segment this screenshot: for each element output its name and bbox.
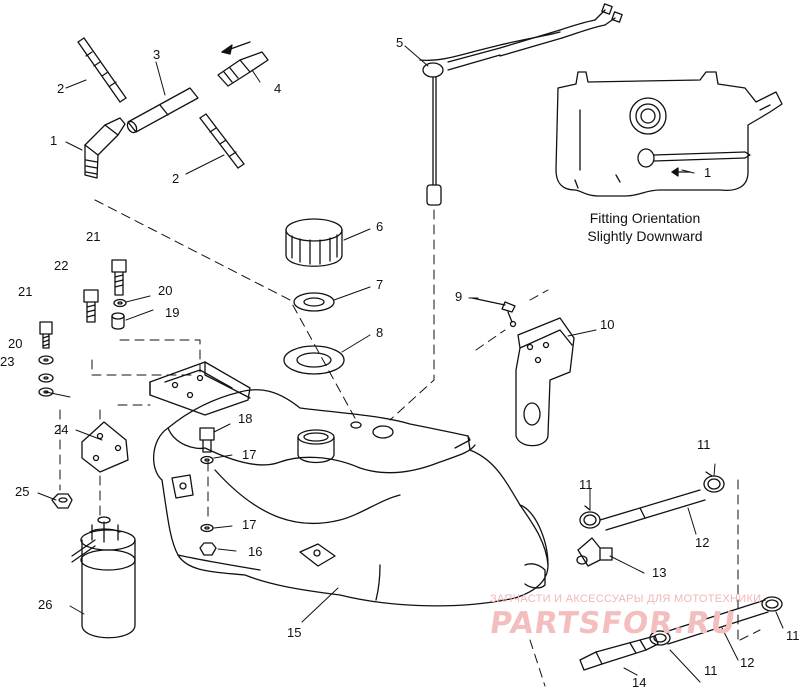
callout-11-bottom: 11: [704, 663, 718, 678]
elbow-13: [577, 538, 612, 566]
inset-detail: [556, 72, 782, 196]
callout-17-upper: 17: [242, 447, 257, 462]
check-valve-4: [218, 52, 268, 86]
callout-11-right: 11: [786, 628, 800, 643]
callout-1: 1: [50, 133, 58, 148]
callout-5: 5: [396, 35, 404, 50]
hose-clamp-11-right: [762, 597, 782, 611]
washers-20-23-left: [39, 356, 53, 396]
gasket-7: [294, 293, 334, 311]
washer-20-right: [114, 300, 126, 307]
inset-caption-line1: Fitting Orientation: [589, 210, 701, 226]
callout-7: 7: [376, 277, 384, 292]
callout-24: 24: [54, 422, 69, 437]
inset-caption-line2: Slightly Downward: [587, 228, 703, 244]
hose-clamp-11-left: [580, 506, 600, 528]
callout-9: 9: [455, 289, 463, 304]
callout-13: 13: [652, 565, 667, 580]
fuel-sender: [420, 4, 622, 205]
bolt-18: [200, 428, 214, 452]
fuel-line-3: [126, 88, 198, 134]
callout-12-lower: 12: [740, 655, 755, 670]
callout-23: 23: [0, 354, 15, 369]
callout-2-upper: 2: [57, 81, 65, 96]
fuel-hose-12-lower: [665, 600, 768, 644]
inline-filter-14: [580, 636, 658, 670]
flow-arrow: [222, 42, 250, 54]
callout-26: 26: [38, 597, 53, 612]
bolt-22: [84, 290, 98, 322]
callout-22: 22: [54, 258, 69, 273]
callout-16: 16: [248, 544, 263, 559]
callout-8: 8: [376, 325, 384, 340]
callout-21-right: 21: [86, 229, 101, 244]
callout-25: 25: [15, 484, 30, 499]
callout-2-lower: 2: [172, 171, 180, 186]
fuel-cap: [286, 219, 342, 266]
watermark-tagline: ЗАПЧАСТИ И АКСЕССУАРЫ ДЛЯ МОТОТЕХНИКИ: [490, 593, 762, 605]
callout-20-right: 20: [158, 283, 173, 298]
callout-10: 10: [600, 317, 615, 332]
washer-17-lower: [201, 525, 213, 532]
callout-14: 14: [632, 675, 647, 690]
leader-lines: [38, 46, 783, 682]
elbow-fitting-1: [85, 118, 125, 178]
callout-18: 18: [238, 411, 253, 426]
callout-3: 3: [153, 47, 161, 62]
watermark-logo: PARTSFOR.RU: [487, 606, 739, 641]
fuel-hose-12-upper: [600, 490, 705, 530]
bracket-24: [82, 422, 128, 472]
fuel-filter-canister: [72, 517, 135, 638]
callout-4: 4: [274, 81, 282, 96]
callout-12-upper: 12: [695, 535, 710, 550]
nut-25: [52, 494, 72, 508]
line-2-lower: [200, 114, 244, 168]
callout-19: 19: [165, 305, 180, 320]
reference-lines: [60, 200, 760, 686]
clip-9: [472, 298, 516, 327]
nut-16: [200, 543, 216, 555]
inset-callout-1: 1: [704, 165, 712, 180]
bolt-21-left: [40, 322, 52, 348]
callout-21-left: 21: [18, 284, 33, 299]
callout-20-left: 20: [8, 336, 23, 351]
washer-17-upper: [201, 457, 213, 464]
spacer-19: [112, 313, 124, 329]
fuel-tank: [154, 390, 548, 606]
callout-11-top: 11: [697, 437, 711, 452]
callout-11-left: 11: [579, 477, 593, 492]
callout-6: 6: [376, 219, 384, 234]
bolt-21-right: [112, 260, 126, 295]
bracket-10: [516, 318, 574, 446]
line-2-upper: [78, 38, 126, 102]
callout-15: 15: [287, 625, 302, 640]
gasket-8: [284, 346, 344, 374]
callout-17-lower: 17: [242, 517, 257, 532]
tank-mount-bracket: [150, 362, 250, 415]
